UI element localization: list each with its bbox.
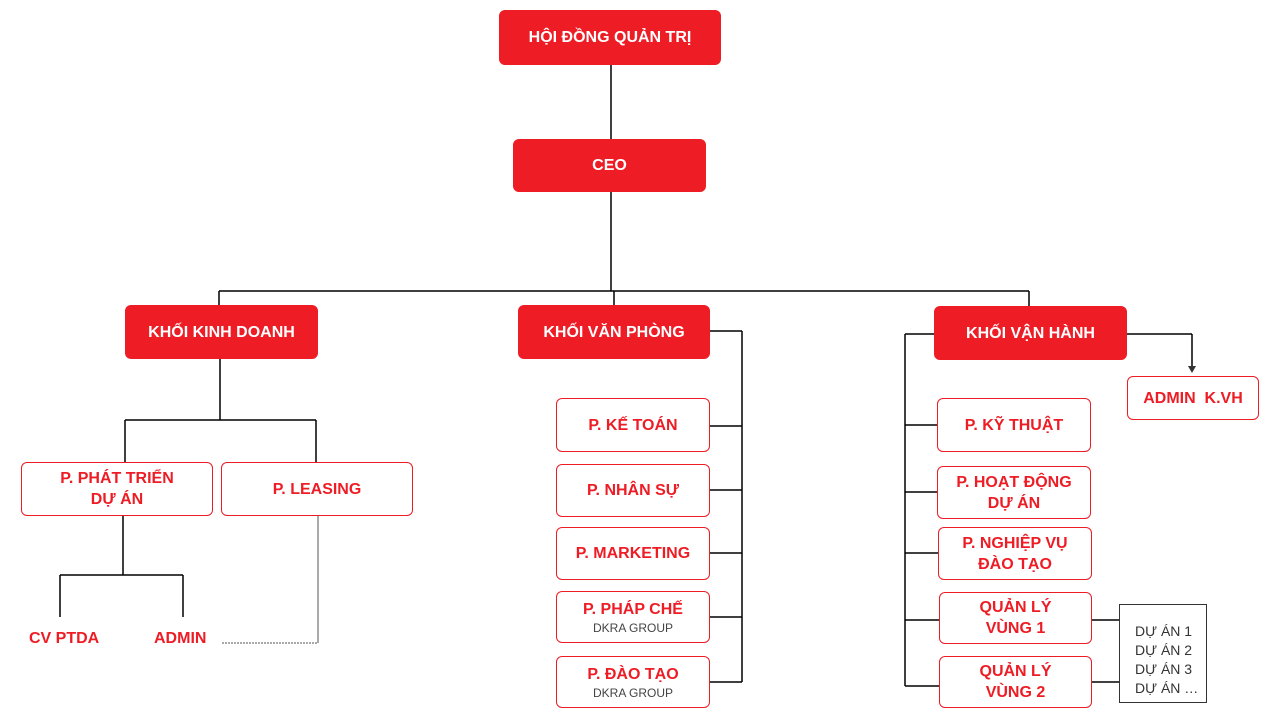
- marketing-box: P. MARKETING: [556, 527, 710, 580]
- project-item: DỰ ÁN 3: [1135, 661, 1193, 677]
- training-box: P. ĐÀO TẠO DKRA GROUP: [556, 656, 710, 708]
- legal-label: P. PHÁP CHẾ: [583, 600, 683, 618]
- technical-box: P. KỸ THUẬT: [937, 398, 1091, 452]
- region-1-box: QUẢN LÝ VÙNG 1: [939, 592, 1092, 644]
- region-2-line2: VÙNG 2: [985, 684, 1046, 701]
- region-1-line1: QUẢN LÝ: [979, 599, 1052, 616]
- cv-ptda-label: CV PTDA: [29, 630, 100, 647]
- leasing-label: P. LEASING: [272, 480, 362, 498]
- project-development-box: P. PHÁT TRIỂN DỰ ÁN: [21, 462, 213, 516]
- accounting-label: P. KẾ TOÁN: [588, 416, 678, 434]
- training-sub-label: DKRA GROUP: [592, 685, 673, 700]
- region-1-line2: VÙNG 1: [985, 620, 1046, 637]
- legal-sub-label: DKRA GROUP: [592, 620, 673, 635]
- accounting-box: P. KẾ TOÁN: [556, 398, 710, 452]
- hr-label: P. NHÂN SỰ: [586, 482, 680, 499]
- project-development-line1: P. PHÁT TRIỂN: [60, 470, 174, 487]
- operations-division-box: KHỐI VẬN HÀNH: [934, 306, 1127, 360]
- project-operations-box: P. HOẠT ĐỘNG DỰ ÁN: [937, 466, 1091, 519]
- project-item: DỰ ÁN 1: [1135, 623, 1193, 639]
- training-operations-line1: P. NGHIỆP VỤ: [962, 534, 1068, 552]
- operations-division-label: KHỐI VẬN HÀNH: [966, 324, 1095, 342]
- admin-kvh-box: ADMIN K.VH: [1127, 376, 1259, 420]
- business-division-box: KHỐI KINH DOANH: [125, 305, 318, 359]
- office-division-box: KHỐI VĂN PHÒNG: [518, 305, 710, 359]
- legal-box: P. PHÁP CHẾ DKRA GROUP: [556, 591, 710, 643]
- board-of-directors-box: HỘI ĐỒNG QUẢN TRỊ: [499, 10, 721, 65]
- hr-box: P. NHÂN SỰ: [556, 464, 710, 517]
- admin-kvh-label: ADMIN K.VH: [1143, 389, 1243, 407]
- board-label: HỘI ĐỒNG QUẢN TRỊ: [528, 29, 692, 46]
- project-operations-line1: P. HOẠT ĐỘNG: [956, 473, 1072, 491]
- ceo-label: CEO: [592, 157, 627, 174]
- technical-label: P. KỸ THUẬT: [964, 416, 1064, 434]
- training-operations-line2: ĐÀO TẠO: [978, 555, 1052, 573]
- marketing-label: P. MARKETING: [575, 545, 691, 562]
- region-2-line1: QUẢN LÝ: [979, 663, 1052, 680]
- ceo-box: CEO: [513, 139, 706, 192]
- leasing-box: P. LEASING: [221, 462, 413, 516]
- admin-label: ADMIN: [154, 630, 207, 647]
- region-2-box: QUẢN LÝ VÙNG 2: [939, 656, 1092, 708]
- project-development-line2: DỰ ÁN: [90, 491, 144, 508]
- training-label: P. ĐÀO TẠO: [587, 665, 679, 683]
- office-division-label: KHỐI VĂN PHÒNG: [543, 323, 685, 341]
- training-operations-box: P. NGHIỆP VỤ ĐÀO TẠO: [938, 527, 1092, 580]
- project-item: DỰ ÁN …: [1135, 680, 1199, 696]
- project-operations-line2: DỰ ÁN: [987, 494, 1041, 512]
- business-division-label: KHỐI KINH DOANH: [148, 323, 295, 341]
- project-item: DỰ ÁN 2: [1135, 642, 1193, 658]
- projects-list: DỰ ÁN 1 DỰ ÁN 2 DỰ ÁN 3 DỰ ÁN …: [1119, 604, 1207, 703]
